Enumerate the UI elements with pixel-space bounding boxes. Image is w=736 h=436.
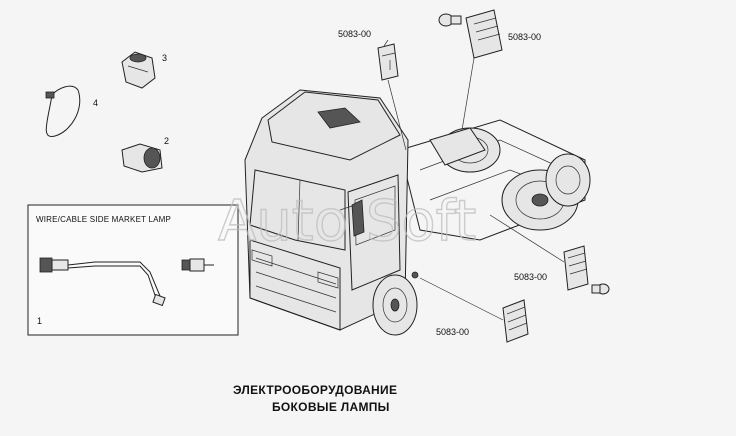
ref-label-bottom: 5083-00	[436, 327, 469, 337]
inset-title: WIRE/CABLE SIDE MARKET LAMP	[36, 215, 171, 224]
lamp-ref-top-right	[465, 9, 503, 59]
wire-cable-inset: WIRE/CABLE SIDE MARKET LAMP 1	[27, 204, 239, 336]
lamp-housing-part-3	[121, 51, 156, 89]
lamp-ref-top-left	[377, 43, 399, 81]
callout-2: 2	[164, 136, 169, 146]
watermark: Auto Soft	[218, 189, 476, 254]
ref-label-top-right: 5083-00	[508, 32, 541, 42]
cable-loop-part-4	[45, 85, 81, 137]
callout-4: 4	[93, 98, 98, 108]
caption-line-1: ЭЛЕКТРООБОРУДОВАНИЕ	[233, 383, 397, 397]
inset-item-number: 1	[37, 316, 42, 326]
caption-line-2: БОКОВЫЕ ЛАМПЫ	[272, 400, 390, 414]
ref-label-top-left: 5083-00	[338, 29, 371, 39]
callout-3: 3	[162, 53, 167, 63]
ref-label-right: 5083-00	[514, 272, 547, 282]
lamp-ref-right	[563, 245, 589, 291]
lamp-socket-part-2	[121, 143, 163, 173]
truck-illustration	[244, 89, 591, 336]
leader-lines	[383, 39, 565, 321]
lamp-ref-bottom	[502, 299, 529, 343]
bulb-parts	[438, 13, 610, 295]
